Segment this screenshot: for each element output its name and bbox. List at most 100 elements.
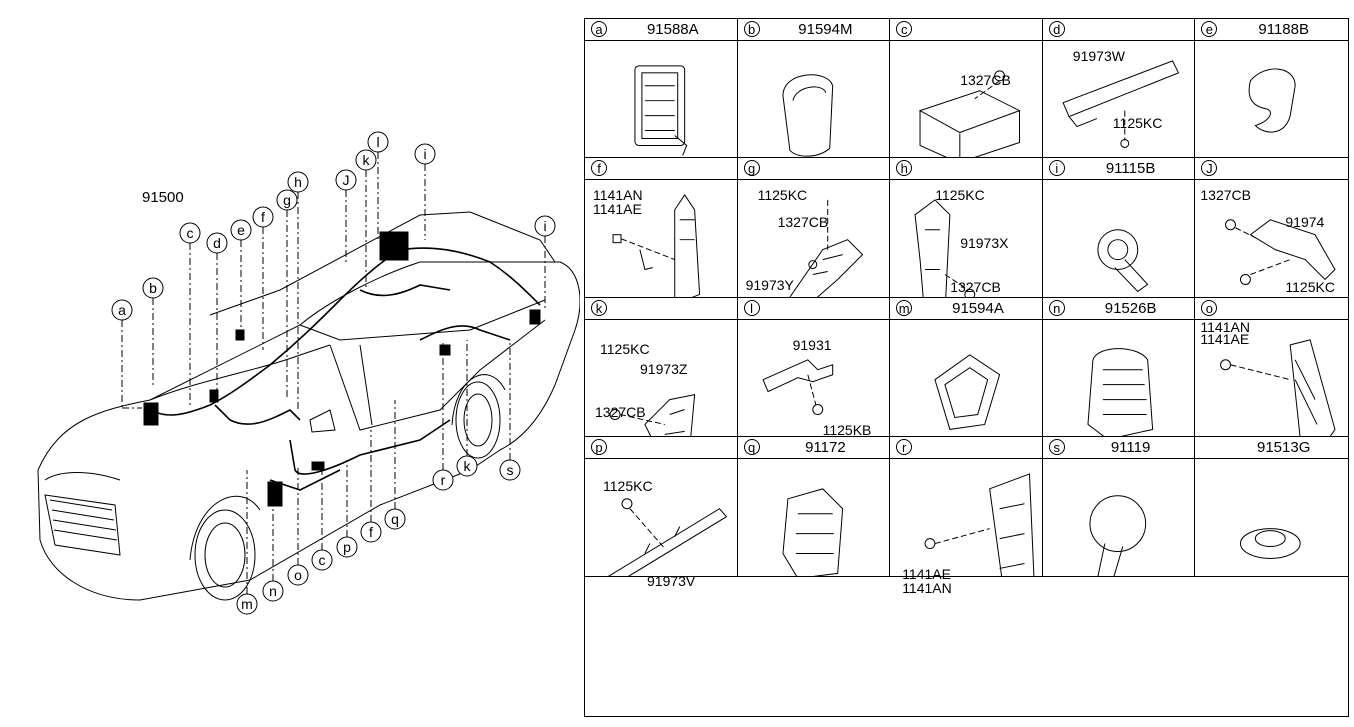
part-cell-header: o: [1195, 298, 1348, 320]
part-label: 1125KC: [935, 187, 985, 204]
callout-circles: a b c d e f g h J k l i i m n o c p f q …: [111, 131, 556, 615]
svg-text:p: p: [343, 539, 351, 555]
callout-r: r: [432, 469, 454, 491]
part-illustration: [1043, 459, 1195, 576]
svg-text:s: s: [507, 462, 514, 478]
part-label: 1327CB: [1200, 187, 1251, 204]
part-label: 1327CB: [777, 214, 829, 231]
part-cell-header: r: [890, 437, 1042, 460]
callout-q: q: [384, 508, 406, 530]
svg-text:J: J: [343, 172, 350, 188]
svg-text:c: c: [187, 225, 194, 241]
part-cell: 91513G: [1195, 437, 1348, 577]
part-number: 91119: [1110, 439, 1151, 457]
part-label: 1141AN: [1200, 318, 1250, 335]
callout-f2: f: [360, 521, 382, 543]
part-cell-letter: i: [1048, 160, 1065, 177]
part-cell-letter: k: [591, 299, 607, 316]
part-number: 91588A: [646, 21, 699, 38]
part-label: 91973W: [1072, 48, 1125, 64]
svg-text:k: k: [464, 458, 472, 474]
part-number: 91172: [805, 439, 846, 457]
part-label: 1141AN: [593, 187, 643, 204]
part-cell-header: J: [1195, 158, 1348, 181]
part-label: 1125KC: [600, 340, 650, 357]
part-cell: q 91172: [737, 437, 891, 577]
callout-k1: k: [355, 149, 377, 171]
callout-p: p: [336, 536, 358, 558]
part-cell-header: n 91526B: [1042, 298, 1195, 320]
svg-text:n: n: [269, 583, 277, 599]
part-illustration: 1327CB: [890, 41, 1042, 158]
part-illustration: [738, 459, 890, 576]
svg-text:m: m: [241, 596, 253, 612]
svg-text:b: b: [149, 280, 157, 296]
callout-i1: i: [414, 143, 436, 165]
svg-text:g: g: [283, 192, 291, 208]
part-cell-header: k: [585, 298, 737, 320]
part-cell-letter: q: [743, 439, 760, 456]
part-number: 91526B: [1104, 299, 1157, 317]
part-label: 1327CB: [960, 72, 1011, 88]
part-cell-letter: J: [1201, 160, 1218, 177]
part-cell-header: g: [737, 158, 890, 181]
vehicle-wiring-overview: 91500: [0, 0, 580, 727]
part-illustration: [1043, 320, 1195, 437]
part-cell-header: c: [890, 19, 1042, 41]
part-number: 91115B: [1105, 160, 1156, 178]
part-cell-letter: o: [1201, 299, 1218, 316]
svg-text:a: a: [118, 302, 126, 318]
part-cell-header: h: [890, 158, 1042, 181]
part-cell-letter: n: [1048, 299, 1065, 316]
part-label: 1327CB: [595, 403, 646, 420]
part-label: 91974: [1285, 214, 1325, 231]
part-cell-letter: d: [1048, 21, 1065, 37]
callout-i2: i: [534, 215, 556, 237]
svg-text:h: h: [294, 174, 302, 190]
svg-text:q: q: [391, 511, 399, 527]
svg-text:l: l: [376, 134, 379, 150]
part-cell-letter: c: [896, 21, 913, 37]
callout-k2: k: [456, 455, 478, 477]
part-cell: a 91588A: [585, 19, 738, 159]
svg-text:d: d: [213, 235, 221, 251]
part-cell-letter: a: [591, 21, 607, 37]
part-cell-letter: h: [896, 160, 913, 177]
part-label: 1327CB: [950, 279, 1001, 296]
part-cell-header: f: [585, 158, 737, 181]
part-illustration: [1195, 41, 1348, 157]
part-label: 1141AE: [1200, 330, 1250, 347]
callout-b: b: [142, 277, 164, 299]
callout-a: a: [111, 299, 133, 321]
svg-text:f: f: [261, 209, 265, 225]
svg-text:f: f: [369, 524, 373, 540]
part-label: 91973V: [647, 573, 696, 590]
part-cell: n 91526B: [1042, 297, 1196, 438]
callout-s: s: [499, 459, 521, 481]
part-illustration: [1043, 180, 1195, 296]
callout-n: n: [262, 580, 284, 602]
part-cell-header: 91513G: [1195, 437, 1348, 460]
part-cell-header: p: [585, 437, 737, 460]
part-cell-letter: m: [896, 299, 913, 316]
main-part-number: 91500: [142, 189, 184, 206]
